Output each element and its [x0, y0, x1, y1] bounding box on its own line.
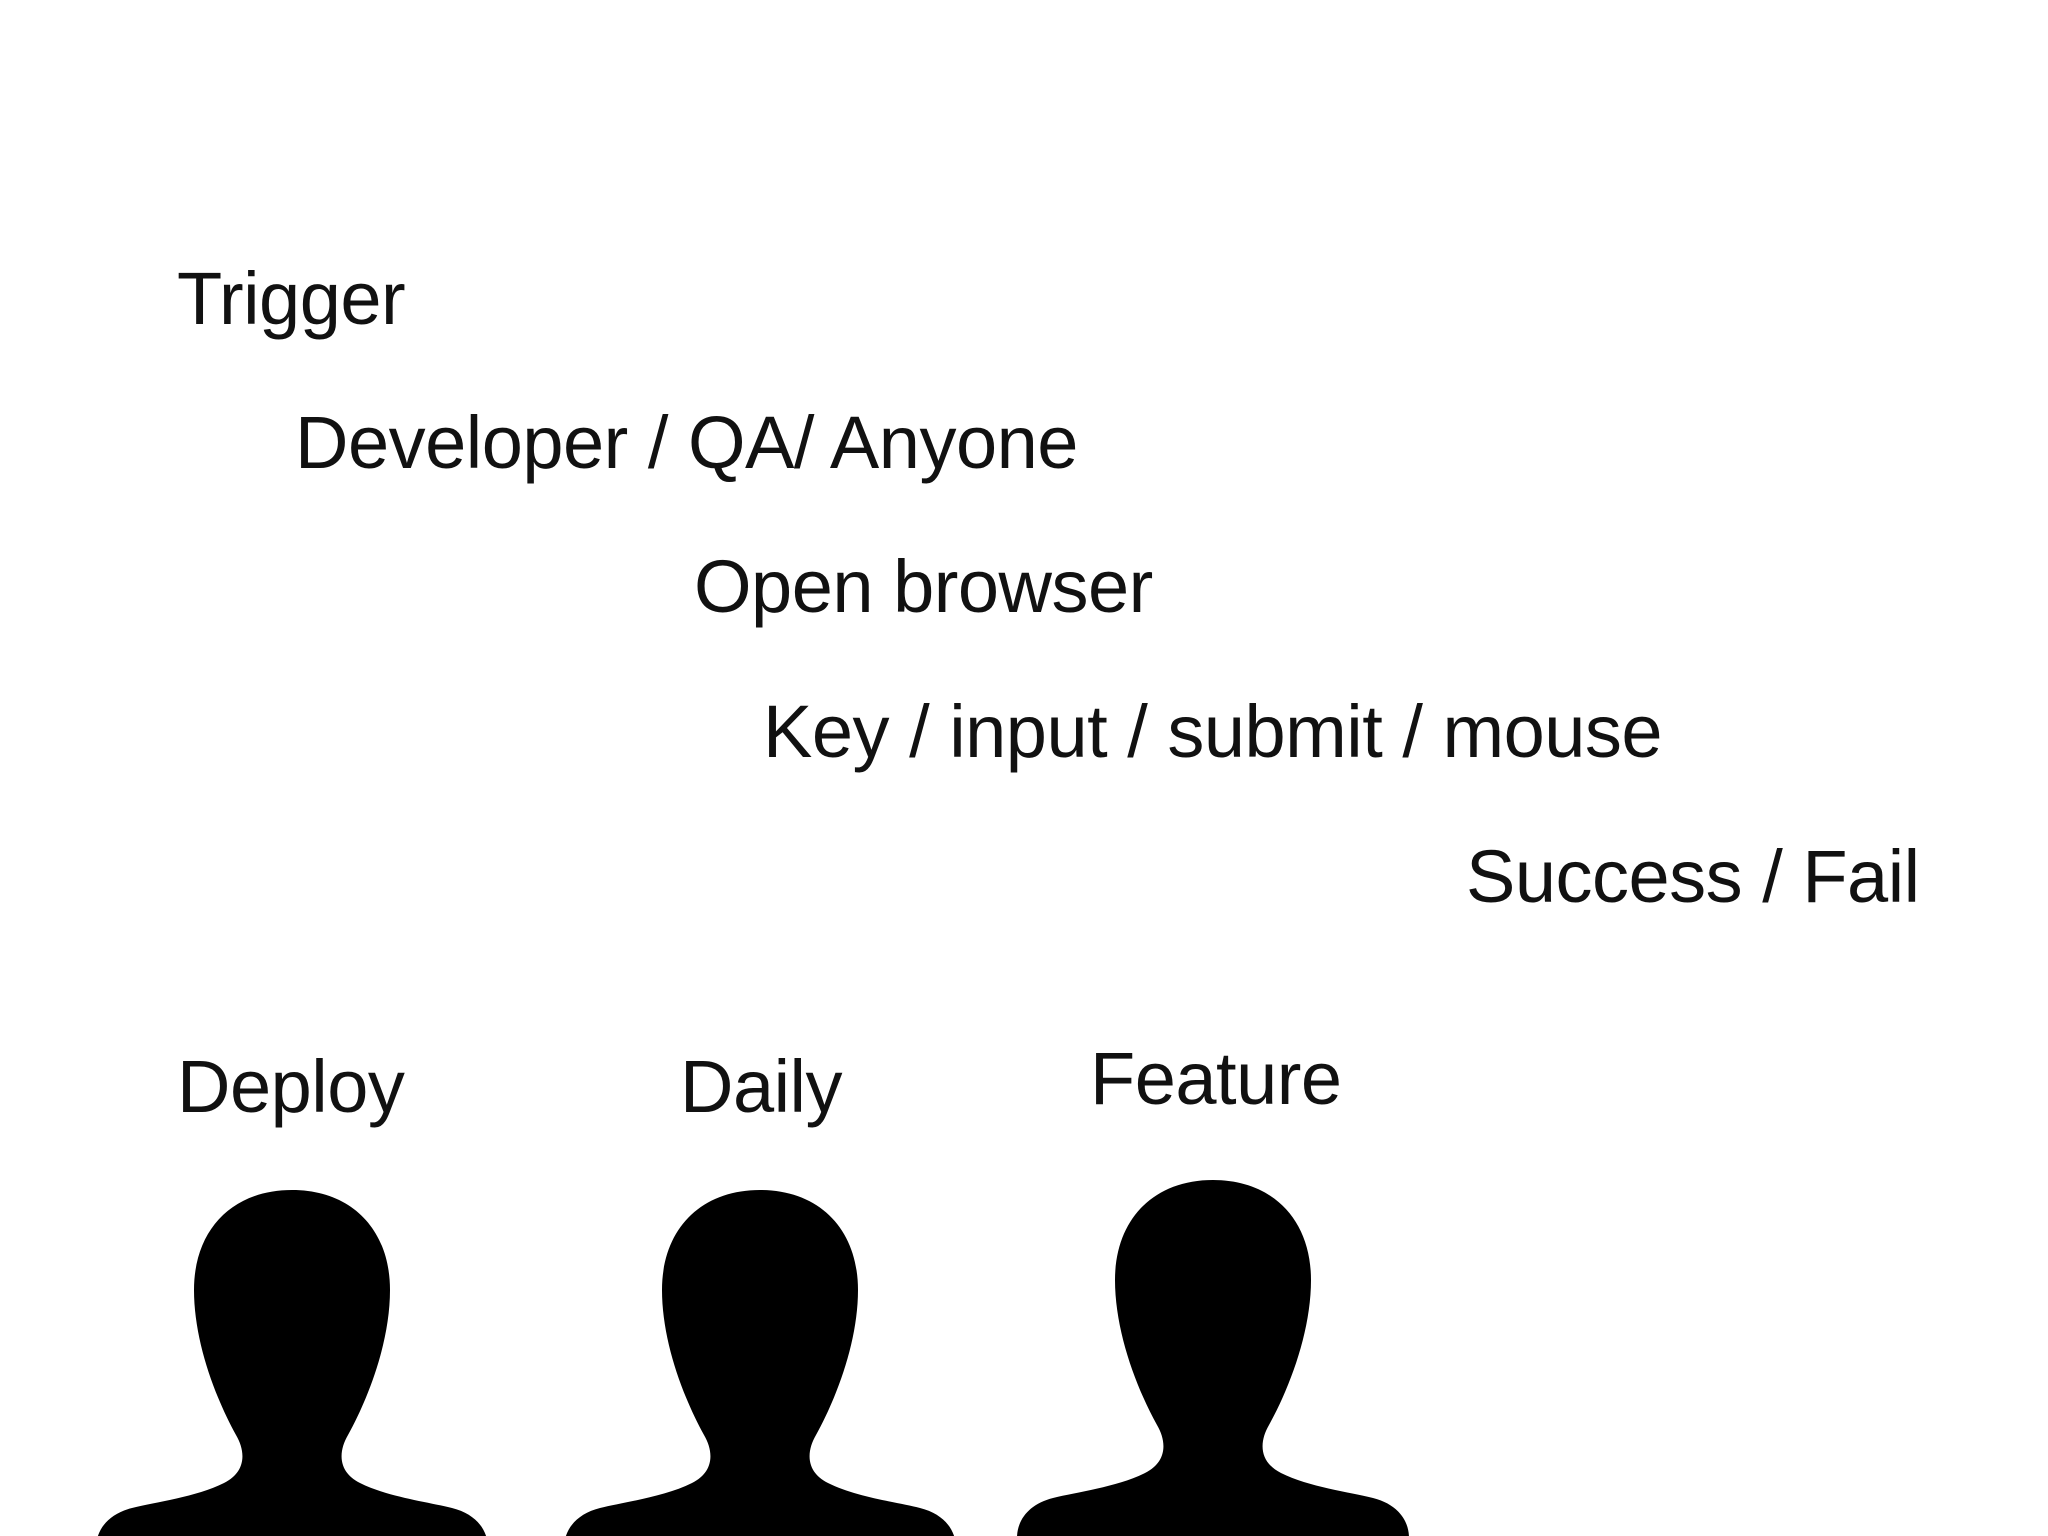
step-interaction: Key / input / submit / mouse: [763, 690, 1663, 773]
person-silhouette-icon: [564, 1190, 956, 1536]
person-label-deploy: Deploy: [177, 1045, 405, 1128]
person-silhouette-icon: [96, 1190, 488, 1536]
step-trigger: Trigger: [177, 257, 406, 340]
step-actor: Developer / QA/ Anyone: [295, 401, 1078, 484]
person-label-feature: Feature: [1090, 1037, 1342, 1120]
step-open-browser: Open browser: [694, 545, 1153, 628]
step-result: Success / Fail: [1466, 835, 1920, 918]
person-label-daily: Daily: [680, 1045, 842, 1128]
person-silhouette-icon: [1017, 1180, 1409, 1536]
